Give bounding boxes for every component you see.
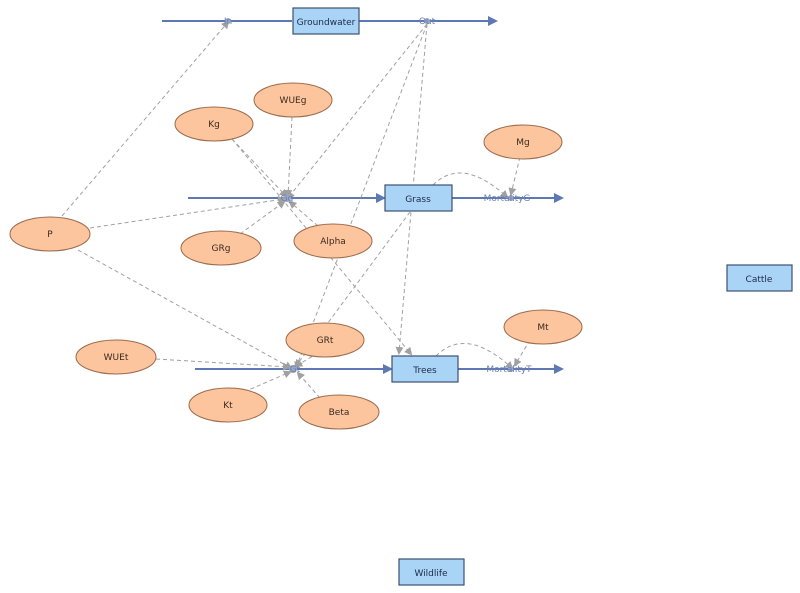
param-mt-label: Mt [537, 323, 549, 333]
link-mt-mortality-t [513, 339, 531, 367]
param-mt[interactable]: Mt [503, 309, 583, 345]
param-wueg[interactable]: WUEg [253, 82, 333, 118]
link-grass-gt [294, 211, 411, 368]
link-kg-gg [231, 138, 288, 198]
stock-cattle[interactable]: Cattle [726, 264, 793, 292]
link-kt-gt [243, 370, 292, 393]
link-trees-mortality-t [435, 343, 514, 370]
stocks: Groundwater Grass Trees Cattle Wildlife [292, 7, 793, 586]
param-kg[interactable]: Kg [174, 106, 254, 142]
link-out-gg [286, 23, 428, 200]
link-p-gt [77, 249, 293, 369]
param-wuet-label: WUEt [104, 353, 129, 363]
link-mg-mortality-g [508, 156, 521, 196]
flow-label-gg: Gg [281, 194, 294, 204]
param-kt[interactable]: Kt [188, 387, 268, 423]
valve-mortality-g [508, 195, 514, 201]
link-alpha-gg [288, 200, 319, 227]
stock-trees-label: Trees [412, 366, 437, 376]
link-beta-gt [296, 371, 321, 399]
valve-in [225, 18, 231, 24]
link-p-gg [89, 195, 286, 229]
link-out-gt [294, 23, 428, 370]
valve-gt [289, 365, 297, 373]
flow-label-in: In [224, 17, 232, 27]
link-kg-trees [231, 138, 413, 356]
stock-trees[interactable]: Trees [391, 355, 459, 383]
link-wuet-gt [155, 358, 291, 371]
stock-groundwater[interactable]: Groundwater [292, 7, 360, 35]
link-grt-gt [294, 352, 319, 368]
param-beta-label: Beta [329, 408, 350, 418]
link-p-in [61, 20, 230, 217]
stock-grass-label: Grass [405, 195, 431, 205]
param-grg-label: GRg [212, 244, 231, 254]
stock-cattle-label: Cattle [746, 275, 773, 285]
valve-mortality-t [508, 366, 514, 372]
param-p-label: P [47, 230, 53, 240]
flow-label-mortality-t: MortalityT [486, 365, 532, 375]
param-alpha-label: Alpha [320, 237, 346, 247]
valve-gg [283, 194, 291, 202]
param-wueg-label: WUEg [280, 96, 307, 106]
stock-groundwater-label: Groundwater [297, 18, 356, 28]
param-grg[interactable]: GRg [180, 230, 262, 266]
param-grt[interactable]: GRt [285, 322, 365, 358]
flow-labels: In Out Gg MortalityG Gt MortalityT [224, 17, 532, 375]
connectors [61, 20, 531, 399]
flow-label-gt: Gt [290, 365, 301, 375]
param-grt-label: GRt [317, 336, 334, 346]
param-alpha[interactable]: Alpha [293, 223, 373, 259]
param-p[interactable]: P [9, 216, 91, 252]
param-mg-label: Mg [516, 138, 529, 148]
flow-valves [225, 18, 514, 373]
param-kt-label: Kt [223, 401, 233, 411]
stock-wildlife[interactable]: Wildlife [398, 558, 465, 586]
link-out-trees [395, 23, 428, 355]
flow-label-out: Out [419, 17, 436, 27]
link-wueg-gg [284, 116, 293, 198]
param-beta[interactable]: Beta [298, 394, 380, 430]
parameters: P Kg WUEg Mg GRg Alpha GRt Mt [9, 82, 583, 430]
flow-label-mortality-g: MortalityG [484, 194, 531, 204]
link-grg-gg [239, 200, 286, 235]
stock-grass[interactable]: Grass [384, 184, 453, 212]
param-mg[interactable]: Mg [483, 124, 563, 160]
param-wuet[interactable]: WUEt [75, 339, 157, 375]
param-kg-label: Kg [208, 120, 220, 130]
stock-wildlife-label: Wildlife [414, 569, 448, 579]
valve-out [424, 18, 430, 24]
link-grass-mortality-g [432, 172, 509, 199]
